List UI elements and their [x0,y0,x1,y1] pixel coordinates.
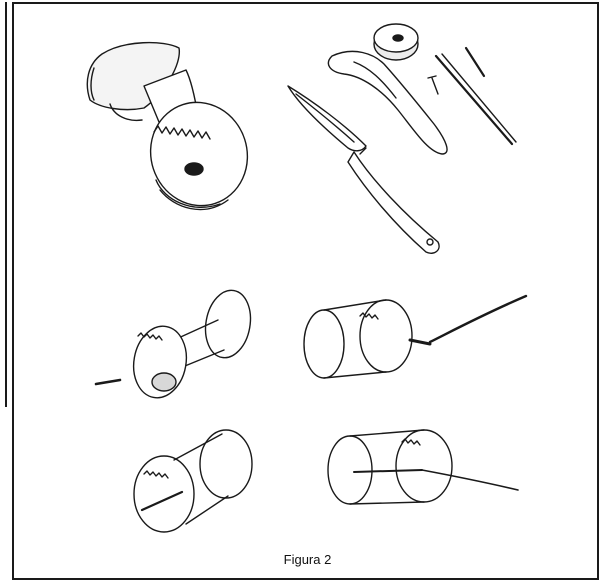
threaded-spool-right [328,430,518,504]
illustration [14,4,597,578]
tack [428,76,438,94]
left-margin-rule [5,2,7,407]
rods [436,48,516,144]
large-notched-spool [87,43,260,219]
figure-caption: Figura 2 [14,552,601,567]
wooden-disc [374,24,418,60]
figure-frame: Figura 2 [12,2,599,580]
threaded-spool-left [134,430,252,532]
spool-with-pin [96,287,256,402]
spool-with-rod [304,296,526,378]
